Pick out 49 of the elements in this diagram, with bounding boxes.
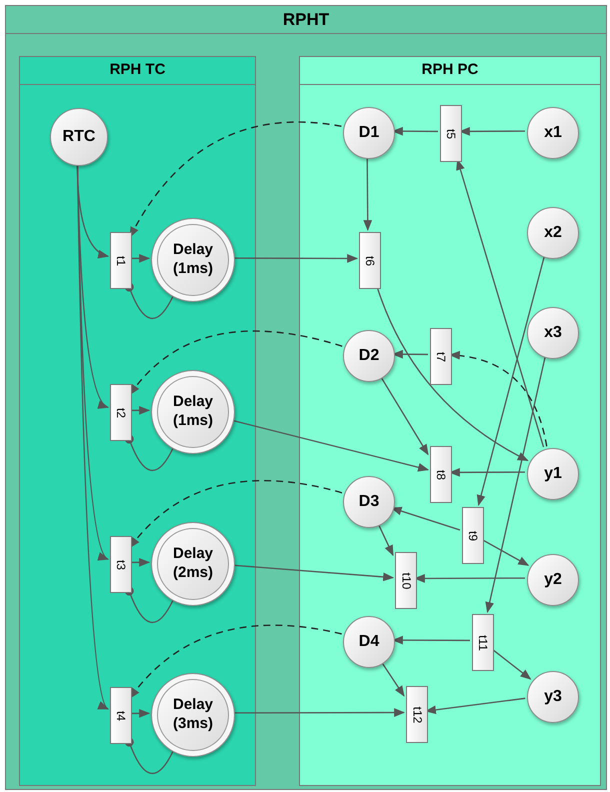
arrow [485,356,546,614]
arrow [482,539,530,566]
panel-header: RPH PC [300,57,600,85]
arrow [232,420,430,472]
arrow [233,708,406,717]
arrow [130,708,150,718]
transition-bar: t1 [110,232,132,289]
inhibitor-arc [124,738,174,774]
transition-bar: t4 [110,687,132,744]
double-circle-place: Delay (1ms) [151,218,235,302]
inhibitor-arc [124,586,174,623]
arrow [363,157,372,232]
panel-header: RPHT [6,6,606,34]
dashed-arrow [129,330,342,396]
inhibitor-arc [124,282,174,319]
inhibitor-arc [124,434,174,471]
dashed-arrow [129,480,342,548]
transition-bar: t9 [462,507,484,564]
transition-bar: t8 [430,446,452,503]
panel [19,56,256,786]
arrow [76,164,110,258]
dashed-arrow [129,624,342,699]
arrow [380,376,429,456]
panel [299,56,601,786]
transition-bar: t7 [430,328,452,385]
arrow [376,286,529,462]
dashed-arrow [129,121,342,238]
arrow [380,661,405,697]
double-circle-place: Delay (3ms) [151,673,235,757]
arrow [492,648,532,680]
panel [5,5,607,790]
transition-bar: t12 [406,686,428,743]
arrow [232,564,394,582]
arrow [76,164,109,710]
double-circle-place: Delay (1ms) [151,370,235,454]
arrow [378,523,394,556]
transition-bar: t3 [110,536,132,593]
arrow [476,256,545,506]
panel-header: RPH TC [20,57,255,85]
arrow [130,254,150,263]
transition-bar: t6 [359,232,381,289]
arrow [233,254,358,263]
double-circle-place: Delay (2ms) [151,522,235,606]
transition-bar: t2 [110,384,132,441]
arrow [130,558,150,567]
transition-bar: t5 [440,105,462,162]
transition-bar: t10 [395,552,417,609]
transition-bar: t11 [472,614,494,671]
arrow [130,406,150,415]
